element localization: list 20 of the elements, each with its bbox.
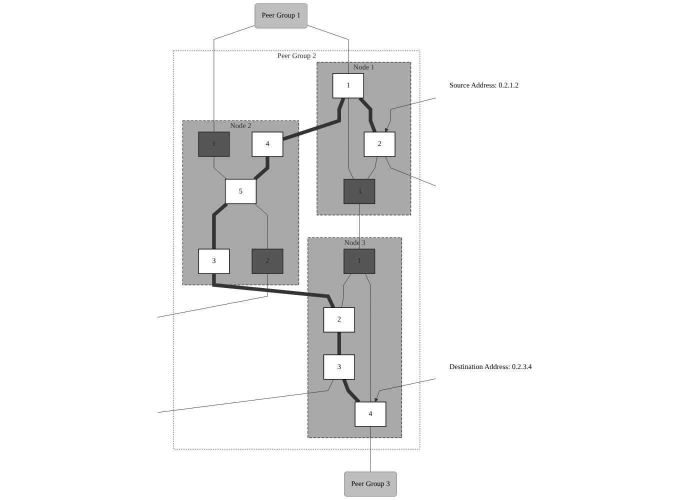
connector — [370, 426, 371, 472]
connector — [342, 378, 360, 404]
connector — [359, 204, 360, 250]
connector — [212, 202, 228, 250]
connector — [341, 273, 352, 308]
connector — [385, 156, 436, 186]
connector — [214, 156, 228, 180]
connector — [157, 379, 334, 413]
connector — [282, 97, 346, 141]
connector — [307, 25, 348, 74]
connector — [358, 96, 377, 133]
connector — [364, 273, 371, 402]
connector — [253, 156, 270, 181]
connector — [212, 274, 336, 308]
connector — [157, 273, 268, 318]
connector — [348, 98, 354, 180]
connector — [337, 332, 341, 355]
connector — [367, 156, 378, 180]
connector — [254, 204, 268, 250]
connector — [214, 25, 256, 132]
